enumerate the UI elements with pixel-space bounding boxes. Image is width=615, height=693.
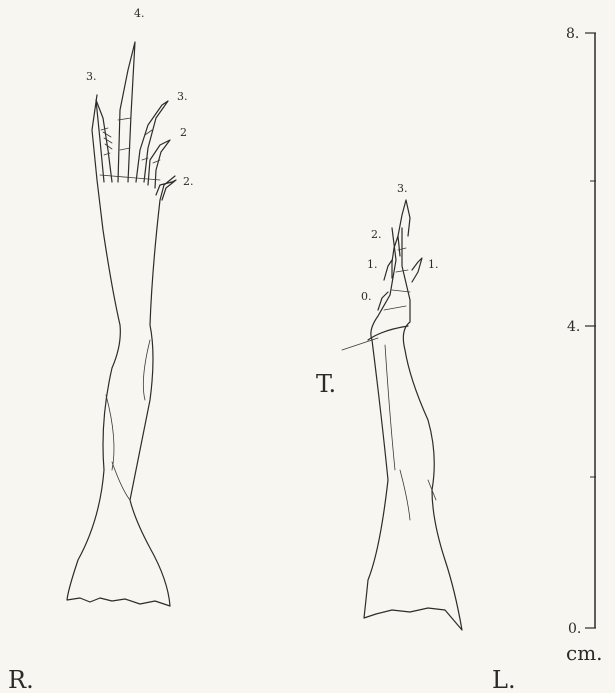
left-digit-label-3: 3. xyxy=(397,182,408,195)
left-forearm-line-2 xyxy=(400,470,410,520)
scale-label-4: 4. xyxy=(567,319,580,335)
right-finger-3b xyxy=(136,101,168,182)
right-specimen-label: R. xyxy=(8,666,34,693)
scale-label-8: 8. xyxy=(566,26,579,42)
right-finger-4 xyxy=(118,42,135,182)
left-joint-marks xyxy=(384,248,410,310)
tendon-label: T. xyxy=(316,370,336,398)
right-forearm-line xyxy=(143,340,150,400)
right-finger-2a xyxy=(148,140,170,188)
right-digit-label-4: 4. xyxy=(134,7,145,20)
right-digit-label-3-left: 3. xyxy=(86,70,97,83)
left-finger-1a xyxy=(384,260,392,280)
left-finger-1b xyxy=(412,258,422,282)
left-finger-3 xyxy=(398,200,410,236)
right-limb-outline xyxy=(67,95,175,606)
left-digit-label-1-right: 1. xyxy=(428,258,439,271)
left-limb-outline xyxy=(364,228,462,630)
right-forearm-line-2 xyxy=(112,462,130,500)
scale-unit-label: cm. xyxy=(566,641,603,665)
left-digit-label-0: 0. xyxy=(361,290,372,303)
scale-label-0: 0. xyxy=(568,621,581,637)
right-digit-label-2-upper: 2 xyxy=(180,126,187,139)
right-forearm-line-3 xyxy=(106,395,114,470)
left-specimen-label: L. xyxy=(492,666,516,693)
left-limb-drawing xyxy=(364,200,462,630)
right-digit-label-2-lower: 2. xyxy=(183,175,194,188)
scale-bar: 8. 4. 0. cm. xyxy=(566,26,603,665)
left-wrist-tendon xyxy=(368,326,408,340)
right-limb-drawing xyxy=(67,42,176,606)
left-digit-label-2: 2. xyxy=(371,228,382,241)
right-finger-2b xyxy=(156,180,176,200)
left-forearm-line xyxy=(385,345,395,470)
right-finger-3a xyxy=(96,100,112,182)
left-digit-label-1-left: 1. xyxy=(367,258,378,271)
right-digit-label-3-right: 3. xyxy=(177,90,188,103)
